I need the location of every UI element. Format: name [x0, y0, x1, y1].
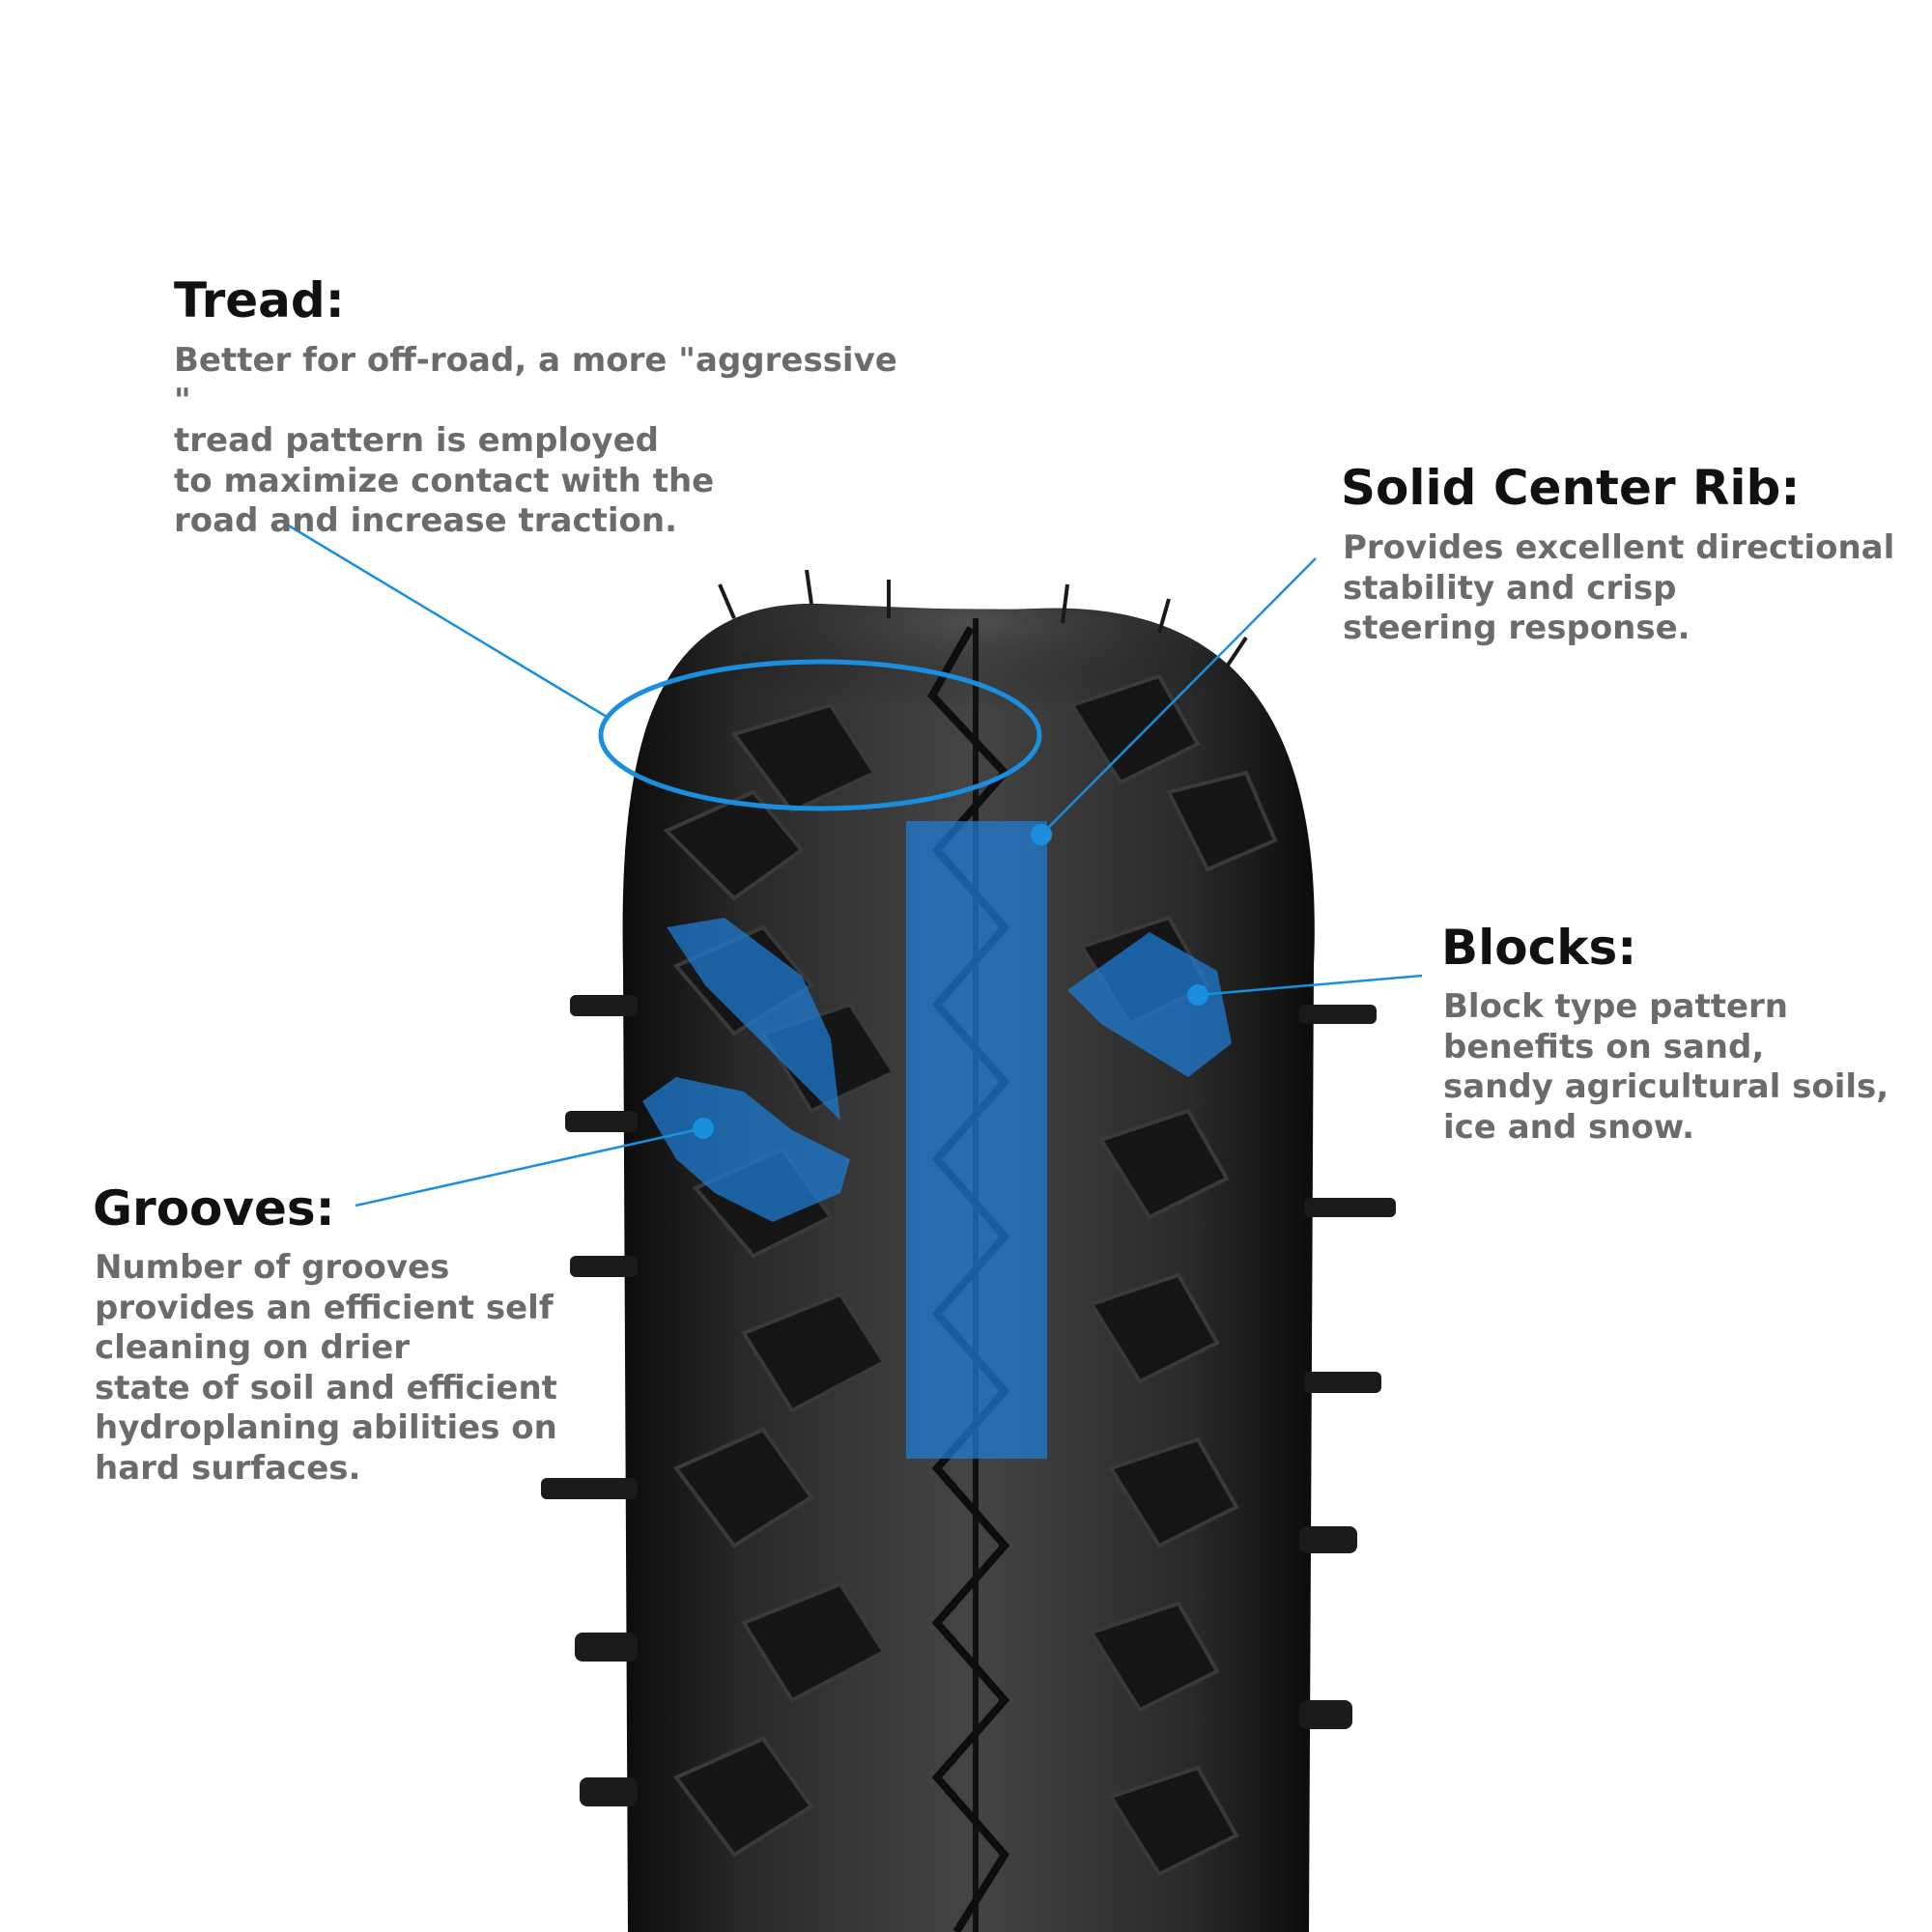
- blocks-leader: [1197, 974, 1423, 997]
- blue-highlights: [642, 821, 1232, 1459]
- center-rib-highlight: [906, 821, 1047, 1459]
- grooves-leader: [355, 1126, 704, 1208]
- edge-studs-right: [1299, 1005, 1396, 1729]
- tread-highlight-ellipse: [598, 659, 1042, 811]
- blocks-description: Block type pattern benefits on sand, san…: [1443, 987, 1889, 1147]
- tread-lugs-right: [1068, 673, 1278, 1877]
- tread-description: Better for off-road, a more "aggressive …: [174, 341, 897, 540]
- edge-studs-left: [541, 995, 638, 1806]
- blocks-highlight: [1067, 932, 1232, 1077]
- leader-lines: [281, 520, 1423, 1208]
- center-rib-description: Provides excellent directional stability…: [1343, 528, 1895, 647]
- grooves-description: Number of grooves provides an efficient …: [95, 1248, 557, 1488]
- tire-spikes: [718, 569, 1248, 668]
- grooves-highlight-upper: [667, 918, 840, 1121]
- tread-title: Tread:: [174, 272, 345, 328]
- blocks-dot: [1187, 984, 1208, 1006]
- grooves-highlight-lower: [642, 1077, 850, 1222]
- center-rib-leader: [1040, 557, 1317, 836]
- grooves-dot: [693, 1118, 714, 1139]
- tread-leader: [281, 520, 608, 719]
- center-rib-title: Solid Center Rib:: [1341, 460, 1801, 516]
- callout-dots: [693, 824, 1208, 1139]
- center-rib-dot: [1031, 824, 1052, 845]
- blocks-title: Blocks:: [1441, 920, 1637, 976]
- grooves-title: Grooves:: [93, 1180, 335, 1236]
